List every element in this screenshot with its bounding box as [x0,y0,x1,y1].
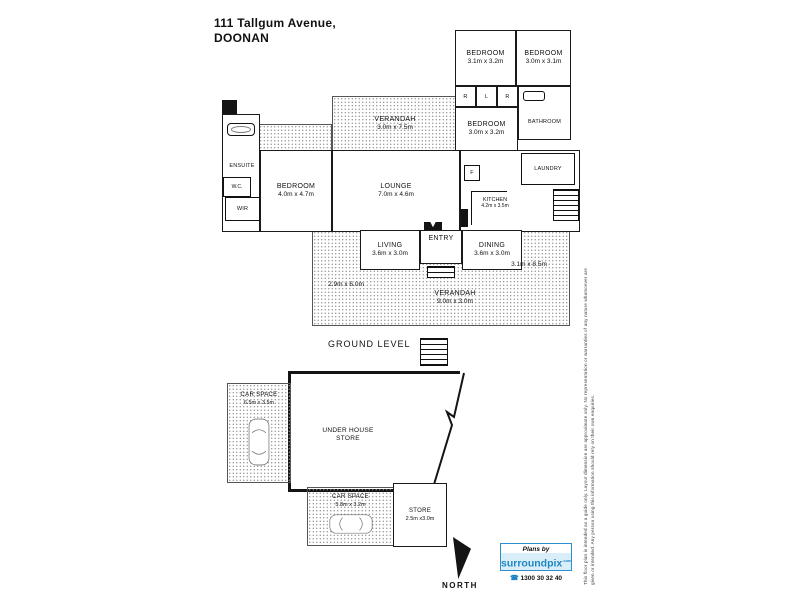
entry-name: ENTRY [428,235,454,242]
under-house-store-line1: UNDER HOUSE [322,427,374,434]
level-label: GROUND LEVEL [328,339,411,349]
plans-by-label: Plans by [522,546,550,553]
fireplace-icon [424,222,442,233]
lounge-name: LOUNGE [380,183,412,190]
kitchen-bench-icon [461,209,468,227]
brand-suffix: .com.au [562,558,572,563]
phone-line: ☎ 1300 30 32 40 [494,574,578,582]
phone-icon: ☎ [509,575,519,582]
north-label: NORTH [442,581,478,590]
measurement-right-value: 3.1m x 8.5m [511,261,547,268]
surroundpix-logo: Plans by surroundpix.com.au [500,543,572,571]
entry-steps [427,266,455,278]
property-address-line1: 111 Tallgum Avenue, [214,16,336,30]
phone-number: 1300 30 32 40 [520,575,563,582]
dining-dims: 3.6m x 3.0m [474,250,510,257]
living-dims: 3.6m x 3.0m [372,250,408,257]
ensuite-wing: ENSUITE W.C. WIR [222,114,260,232]
disclaimer-text: This floor plan is intended as a guide o… [583,267,595,585]
linen-closet: L [476,86,497,107]
brand-text: surroundpix [501,557,563,570]
bathtub-icon [523,91,545,101]
verandah-bottom-label: VERANDAH 9.0m x 3.0m [413,290,497,306]
linen-label: L [484,93,489,100]
room-bedroom-3: BEDROOM 3.0m x 3.2m [455,107,518,151]
diagonal-wall-line [431,372,465,492]
bedroom-3-dims: 3.0m x 3.2m [468,129,505,136]
car-icon [248,418,270,466]
room-dining: DINING 3.6m x 3.0m [462,230,522,270]
north-arrow-icon [452,537,471,579]
bedroom-4-dims: 4.0m x 4.7m [278,191,314,198]
room-laundry: LAUNDRY [521,153,575,185]
verandah-top-name: VERANDAH [374,116,416,123]
bathtub-icon [227,123,255,136]
exterior-step-block [222,100,237,114]
room-bedroom-2: BEDROOM 3.0m x 3.1m [516,30,571,86]
verandah-bottom-dims: 9.0m x 3.0m [437,298,473,305]
store-name: STORE [408,508,432,514]
ground-level-stairs [420,338,448,366]
robe-left: R [455,86,476,107]
car-space-left-dims: 6.5m x 3.5m [243,400,275,406]
bedroom-2-dims: 3.0m x 3.1m [525,58,562,65]
fridge-label: F [470,170,474,176]
car-space-bottom-name: CAR SPACE [332,494,369,500]
staircase-right [553,189,579,221]
kitchen-name: KITCHEN [482,197,508,203]
car-space-bottom-dims: 5.8m x 3.2m [335,502,366,508]
fridge-space: F [464,165,480,181]
car-space-bottom: CAR SPACE 5.8m x 3.2m [307,487,394,546]
car-space-left: CAR SPACE 6.5m x 3.5m [227,383,291,483]
laundry-name: LAUNDRY [534,166,562,172]
measurement-left-value: 2.9m x 6.0m [328,281,364,288]
lounge-dims: 7.0m x 4.6m [378,191,414,198]
car-icon [328,514,373,534]
bedroom-4-name: BEDROOM [276,183,316,190]
car-space-left-name: CAR SPACE [240,392,278,398]
bathroom-name: BATHROOM [528,119,561,125]
bathtub-basin [231,126,251,133]
wc-name: W.C. [231,184,243,190]
room-living: LIVING 3.6m x 3.0m [360,230,420,270]
robe-right: R [497,86,518,107]
bedroom-1-dims: 3.1m x 3.2m [467,58,504,65]
underhouse-top-wall [288,371,460,374]
room-entry: ENTRY [420,230,462,264]
measurement-right: 3.1m x 8.5m [500,261,558,269]
room-bedroom-1: BEDROOM 3.1m x 3.2m [455,30,516,86]
ensuite-name: ENSUITE [229,163,255,169]
verandah-top-extension [258,124,332,152]
kitchen-label: KITCHEN 4.2m x 3.5m [473,197,517,209]
robe-right-label: R [505,93,510,100]
wc-room: W.C. [223,177,251,197]
bedroom-3-name: BEDROOM [467,121,506,128]
measurement-left: 2.9m x 6.0m [317,281,375,289]
bedroom-2-name: BEDROOM [524,50,563,57]
verandah-top-area: VERANDAH 3.0m x 7.5m [332,96,458,152]
kitchen-wing: F KITCHEN 4.2m x 3.5m LAUNDRY [460,150,580,232]
robe-left-label: R [463,93,468,100]
verandah-bottom-name: VERANDAH [434,290,476,297]
kitchen-counter-line [471,191,507,225]
room-bathroom: BATHROOM [518,86,571,140]
property-address-line2: DOONAN [214,31,270,45]
verandah-top-dims: 3.0m x 7.5m [377,124,413,131]
dining-name: DINING [478,242,506,249]
bedroom-1-name: BEDROOM [466,50,505,57]
under-house-store-line2: STORE [336,435,360,442]
living-name: LIVING [377,242,403,249]
kitchen-dims: 4.2m x 3.5m [481,203,509,209]
under-house-store-label: UNDER HOUSE STORE [300,427,396,443]
room-store: STORE 2.5m x3.0m [393,483,447,547]
room-bedroom-4: BEDROOM 4.0m x 4.7m [260,150,332,232]
wir-name: WIR [236,206,249,212]
wir-room: WIR [225,197,260,221]
brand-name: surroundpix.com.au [501,553,572,570]
room-lounge: LOUNGE 7.0m x 4.6m [332,150,460,232]
store-dims: 2.5m x3.0m [405,516,435,522]
